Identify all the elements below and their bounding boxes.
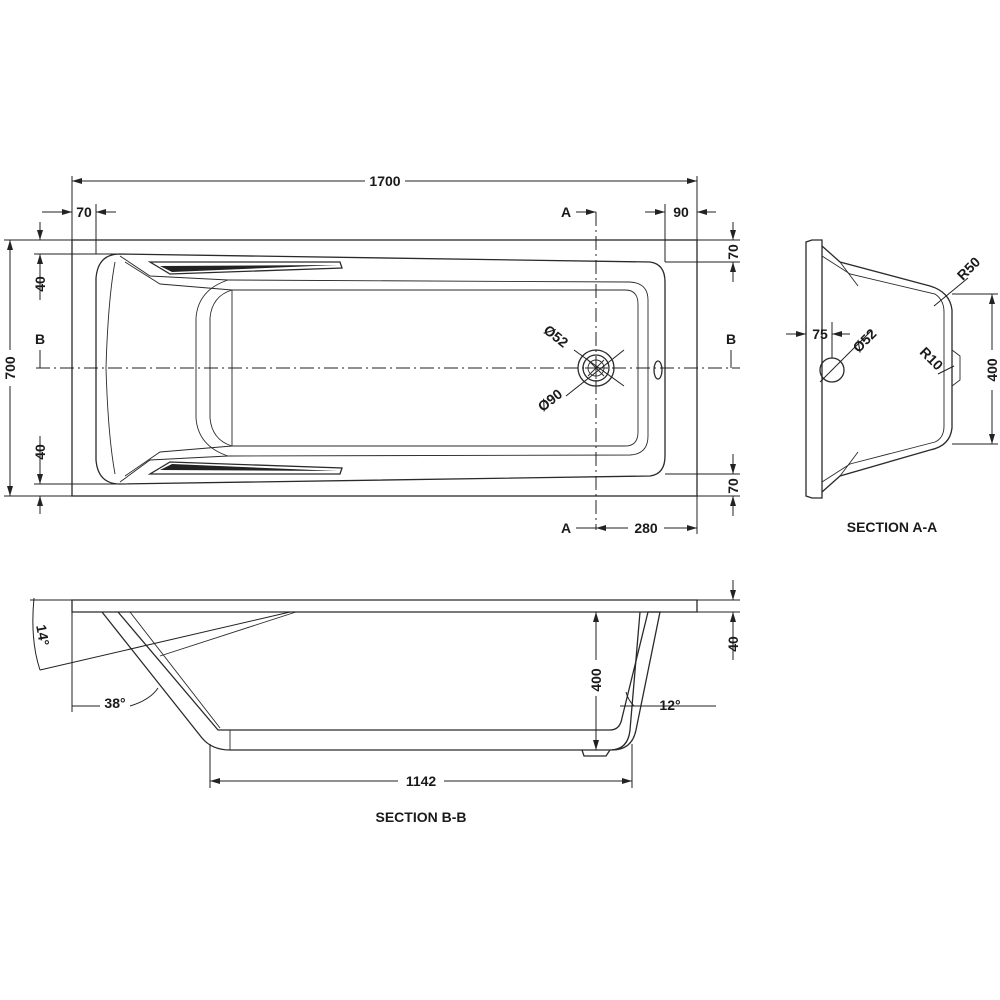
plan-basin-floor — [231, 289, 639, 447]
dim-overall-width: 700 — [2, 356, 18, 380]
plan-basin-outline — [95, 253, 666, 485]
dim-rim-thickness: 40 — [725, 636, 741, 652]
section-aa-dimensions: 75 Ø52 R50 R10 400 — [786, 254, 1000, 445]
plan-overflow — [653, 360, 663, 380]
section-bb-rim — [71, 599, 698, 613]
dim-left-offset: 70 — [76, 204, 92, 220]
section-a-bottom: A — [561, 520, 571, 536]
dim-overflow-offset: 75 — [812, 326, 828, 342]
dim-outer-diameter: Ø90 — [535, 385, 566, 414]
section-bb-dimensions: 14° 38° 400 12° 40 1142 — [30, 580, 741, 789]
dim-radius-small: R10 — [917, 344, 947, 374]
plan-view — [36, 212, 740, 530]
dim-front-angle: 12° — [659, 697, 680, 713]
dim-section-height: 400 — [984, 358, 1000, 382]
dim-waste-diameter: Ø52 — [541, 322, 572, 351]
caption-section-aa: SECTION A-A — [847, 519, 937, 535]
section-aa-profile — [821, 245, 953, 493]
dim-radius-top: R50 — [954, 254, 984, 284]
dim-top-rim: 70 — [725, 244, 741, 260]
dim-rim-angle: 14° — [33, 623, 52, 647]
dim-back-angle: 38° — [104, 695, 125, 711]
section-aa-view — [805, 239, 961, 499]
dim-bottom-rim: 70 — [725, 478, 741, 494]
caption-section-bb: SECTION B-B — [376, 809, 467, 825]
section-b-left: B — [35, 331, 45, 347]
dim-overall-length: 1700 — [369, 173, 400, 189]
section-a-top: A — [561, 204, 571, 220]
section-aa-rim — [805, 239, 823, 499]
dim-head-bottom: 40 — [32, 444, 48, 460]
dim-base-length: 1142 — [406, 773, 437, 789]
plan-dimensions: 1700 70 90 A A 280 700 40 — [2, 173, 741, 536]
dim-drain-offset: 280 — [634, 520, 658, 536]
section-bb-profile — [101, 611, 641, 751]
dim-right-offset: 90 — [673, 204, 689, 220]
section-bb-waste — [581, 749, 611, 757]
section-b-right: B — [726, 331, 736, 347]
dim-head-top: 40 — [32, 276, 48, 292]
dim-depth: 400 — [588, 668, 604, 692]
dim-overflow-diameter: Ø52 — [849, 325, 879, 355]
